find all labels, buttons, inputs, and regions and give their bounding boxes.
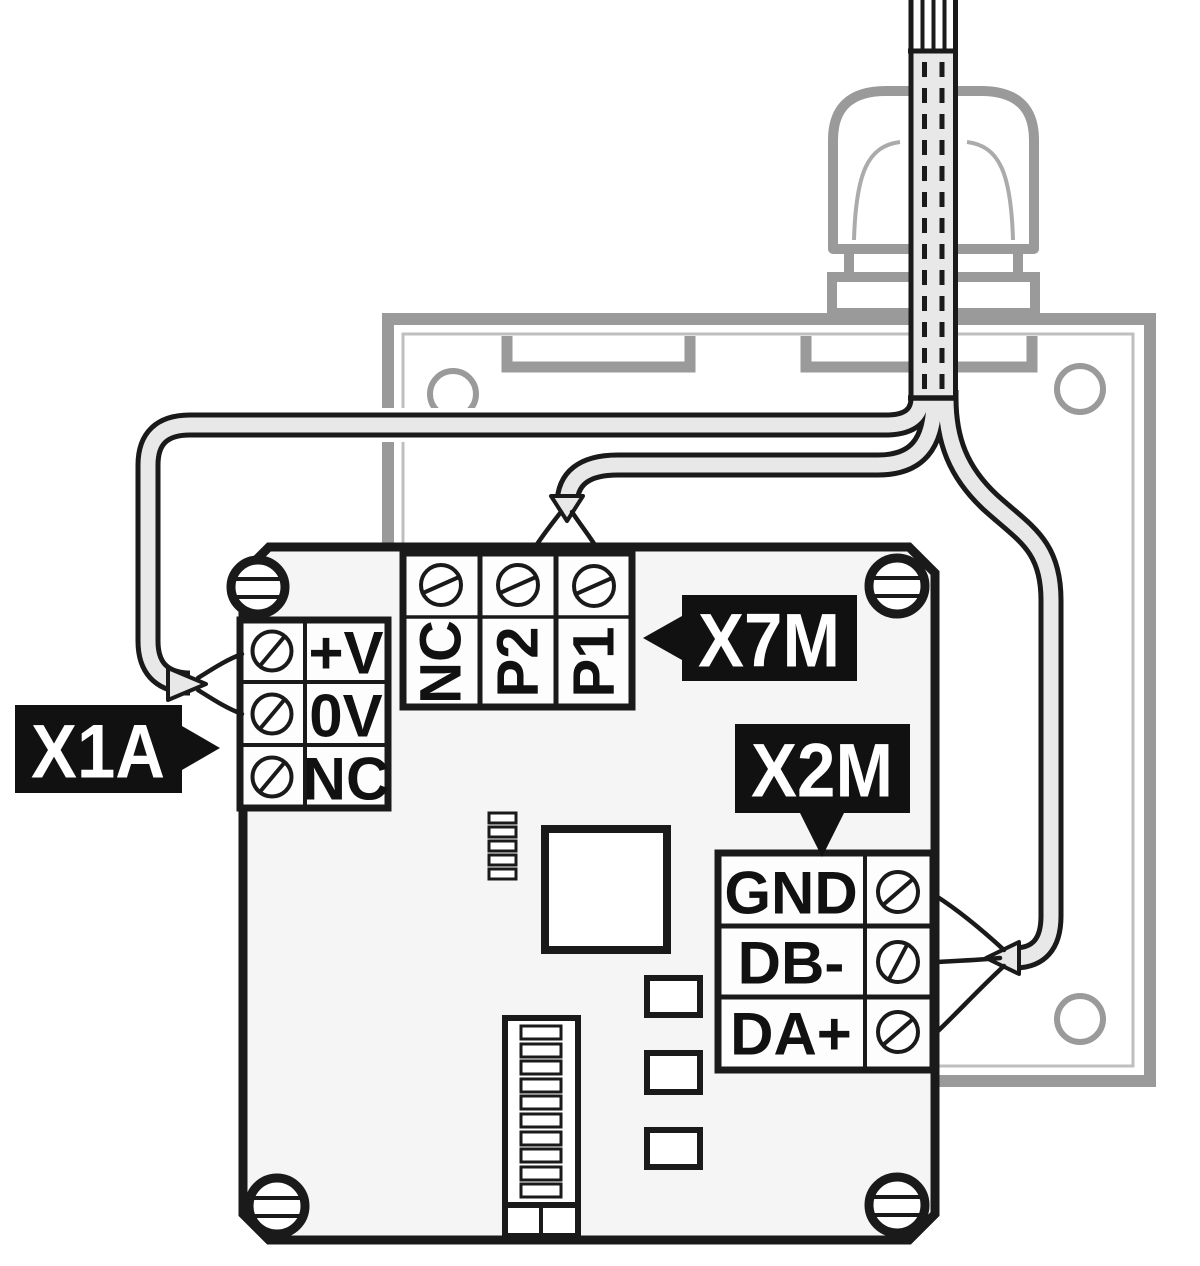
wire-tip-x7m bbox=[549, 494, 585, 523]
corner-screw-bottom-left bbox=[244, 1173, 310, 1239]
callout-x7m: X7M bbox=[643, 595, 857, 684]
terminal-block-x2m: GND DB- DA+ bbox=[714, 849, 937, 1074]
terminal-block-x7m: NC P2 P1 bbox=[399, 549, 636, 711]
lead-to-0v bbox=[195, 687, 245, 717]
terminal-screw-icon bbox=[876, 870, 920, 1054]
terminal-screw-icon bbox=[250, 629, 294, 799]
x1a-terminal-label: +V bbox=[308, 620, 383, 687]
corner-screw-bottom-right bbox=[864, 1172, 930, 1238]
mounting-hole-bottom-right bbox=[1054, 993, 1106, 1045]
smd-components bbox=[644, 975, 703, 1170]
x1a-terminal-label: NC bbox=[303, 746, 390, 813]
cable-conductors-hidden bbox=[922, 62, 945, 390]
lead-to-db-minus bbox=[933, 955, 1003, 965]
wires bbox=[131, 390, 1068, 1034]
corner-screw-top-left bbox=[226, 555, 290, 619]
x2m-terminal-label: DB- bbox=[738, 930, 845, 997]
pad-header bbox=[487, 811, 518, 881]
dip-switch bbox=[502, 1015, 581, 1239]
back-box-cutout-left bbox=[501, 336, 696, 373]
x7m-terminal-label: P2 bbox=[486, 627, 551, 698]
x7m-terminal-label: NC bbox=[409, 620, 474, 704]
gland-cap-detail-right bbox=[966, 140, 1015, 241]
lead-to-gnd bbox=[933, 893, 1007, 953]
dip-switch-positions bbox=[519, 1024, 563, 1199]
callout-x1a: X1A bbox=[15, 705, 220, 795]
lead-to-da-plus bbox=[935, 963, 1007, 1034]
lead-to-plus-v bbox=[195, 651, 245, 681]
callout-x2m: X2M bbox=[735, 724, 910, 857]
x7m-label: X7M bbox=[698, 599, 840, 684]
x7m-terminal-label: P1 bbox=[562, 627, 627, 698]
arrow-left-icon bbox=[643, 616, 682, 660]
chip bbox=[541, 825, 671, 954]
corner-screw-top-right bbox=[864, 553, 930, 619]
cable-sheath bbox=[911, 50, 956, 400]
arrow-right-icon bbox=[182, 726, 220, 770]
lead-to-p1 bbox=[569, 509, 601, 553]
x1a-label: X1A bbox=[31, 710, 165, 795]
x2m-label-box bbox=[735, 724, 910, 813]
x1a-label-box bbox=[15, 705, 182, 793]
x2m-terminal-label: GND bbox=[724, 860, 857, 927]
lead-to-p2 bbox=[531, 509, 564, 552]
cable-conductors-top bbox=[920, 0, 947, 49]
x7m-label-box bbox=[682, 595, 857, 681]
terminal-screw-icon bbox=[419, 563, 616, 608]
gland-cap-detail-left bbox=[852, 140, 901, 241]
arrow-down-icon bbox=[800, 813, 844, 857]
supply-cable bbox=[908, 0, 958, 401]
wire-tip-x1a bbox=[166, 666, 208, 702]
x1a-terminal-label: 0V bbox=[309, 683, 382, 750]
mounting-hole-top-right bbox=[1054, 363, 1106, 415]
x2m-terminal-label: DA+ bbox=[730, 1001, 852, 1068]
x2m-label: X2M bbox=[751, 729, 893, 814]
terminal-block-x1a: +V 0V NC bbox=[236, 616, 392, 813]
